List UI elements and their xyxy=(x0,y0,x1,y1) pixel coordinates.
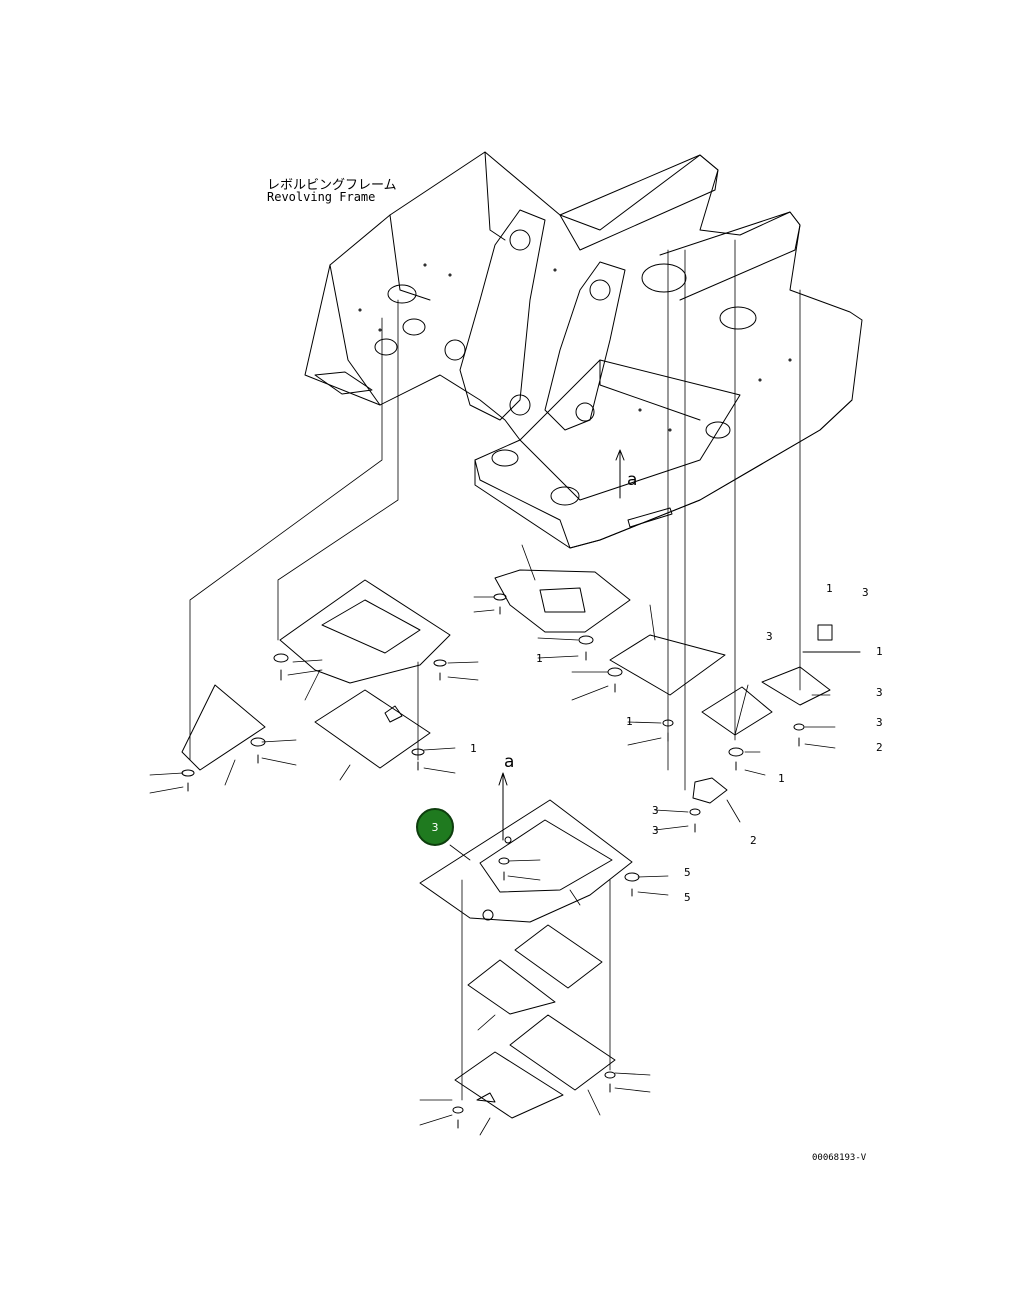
revolving-frame xyxy=(304,151,863,549)
part-number: 3 xyxy=(652,804,659,817)
part-number: 1 xyxy=(778,772,785,785)
frame-label-jp: レボルビングフレーム xyxy=(267,178,397,193)
fasteners xyxy=(181,593,805,1129)
part-number: 5 xyxy=(684,891,691,904)
floor-plate-main xyxy=(419,799,633,923)
cover-plate-left-small xyxy=(181,684,266,771)
part-number: 3 xyxy=(652,824,659,837)
cover-plate-right-1 xyxy=(609,634,726,696)
part-number: 1 xyxy=(536,652,543,665)
callout-3[interactable]: 3 xyxy=(416,808,454,846)
part-leaders xyxy=(149,544,836,1136)
round-cover xyxy=(692,777,728,804)
part-number: 5 xyxy=(684,866,691,879)
cover-plate-left-mid xyxy=(314,689,431,769)
floor-mat-lower xyxy=(467,959,556,1015)
part-number: 1 xyxy=(470,742,477,755)
cover-plate-left-large xyxy=(279,579,451,684)
cover-plate-right-2 xyxy=(701,686,773,736)
part-number: 1 xyxy=(626,715,633,728)
floor-plate-bottom-left xyxy=(454,1051,564,1119)
view-marker-bottom: a xyxy=(504,752,515,772)
cover-plate-right-3 xyxy=(761,624,861,706)
callout-leader xyxy=(449,844,471,861)
part-number: 3 xyxy=(876,716,883,729)
part-number: 2 xyxy=(750,834,757,847)
part-number: 1 xyxy=(876,645,883,658)
cover-plate-under-seat xyxy=(494,569,631,633)
part-number: 3 xyxy=(862,586,869,599)
leader-lines xyxy=(189,239,801,1101)
part-number: 3 xyxy=(876,686,883,699)
drawing-id: 00068193-V xyxy=(812,1153,867,1163)
part-number: 3 xyxy=(766,630,773,643)
frame-label-en: Revolving Frame xyxy=(267,190,376,204)
part-number: 1 xyxy=(826,582,833,595)
part-number: 2 xyxy=(876,741,883,754)
floor-mat-upper xyxy=(514,924,603,989)
view-arrow-bottom xyxy=(498,772,508,841)
view-marker-top: a xyxy=(627,470,638,490)
floor-plate-bottom-right xyxy=(509,1014,616,1091)
